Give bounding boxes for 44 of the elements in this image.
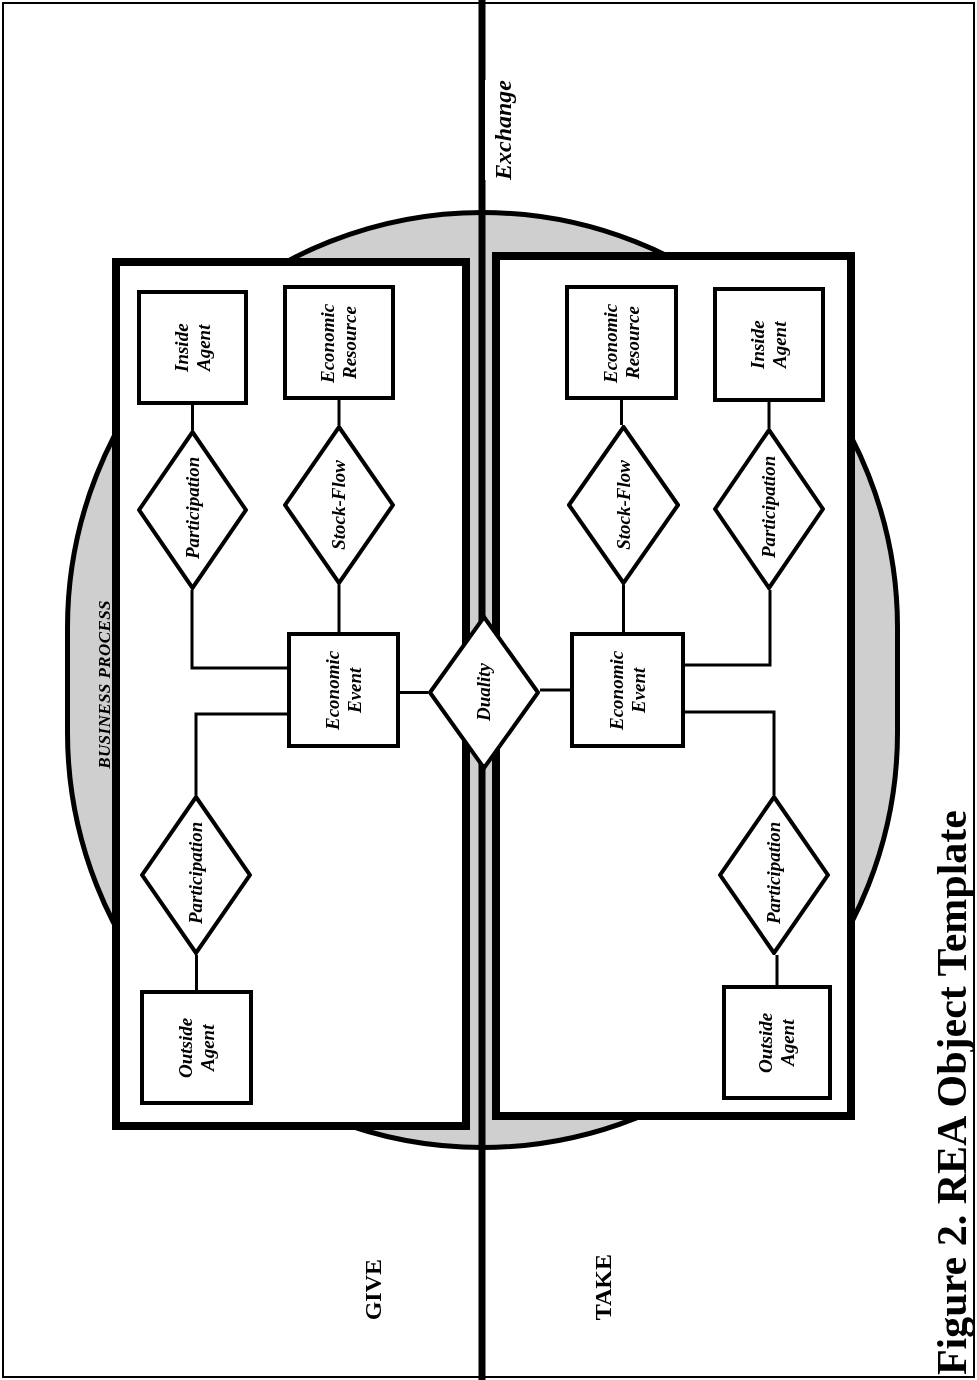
connector-line (337, 400, 341, 425)
relationship-diamond (137, 430, 248, 590)
circle-label: BUSINESS PROCESS (94, 600, 115, 769)
figure-title: Figure 2. REA Object Template (931, 809, 973, 1375)
process-frame (112, 258, 470, 1130)
connector-line (194, 712, 287, 795)
node-label: Economic Event (605, 649, 650, 732)
relationship-diamond (283, 425, 395, 585)
entity-box (140, 990, 253, 1105)
entity-box (287, 632, 400, 748)
node-label: Duality (473, 663, 495, 722)
node-label: Economic Event (321, 649, 366, 732)
entity-box (565, 285, 678, 400)
node-label: Inside Agent (170, 322, 215, 374)
connector-line (685, 590, 772, 667)
node-label: Stock-Flow (612, 460, 635, 550)
entity-box (137, 290, 248, 405)
connector-line (337, 585, 341, 632)
entity-box (713, 287, 825, 402)
relationship-diamond (713, 428, 825, 590)
process-frame (492, 252, 855, 1120)
connector-line (195, 955, 198, 990)
connector-line (190, 590, 287, 670)
relationship-diamond (140, 795, 252, 955)
connector-line (767, 402, 771, 428)
node-label: Economic Resource (599, 301, 644, 385)
node-label: Inside Agent (747, 319, 791, 371)
connector-line (540, 688, 570, 692)
connector-line (400, 691, 428, 694)
connector-line (775, 955, 779, 985)
connector-line (622, 585, 625, 632)
relationship-diamond (718, 795, 830, 955)
connector-line (620, 400, 623, 425)
relationship-diamond (567, 425, 680, 585)
entity-box (283, 285, 395, 400)
connector-line (191, 405, 194, 430)
node-label: Outside Agent (174, 1016, 219, 1080)
entity-box (722, 985, 832, 1100)
node-label: Outside Agent (755, 1011, 799, 1075)
node-label: Economic Resource (317, 301, 361, 385)
relationship-diamond (428, 615, 540, 770)
entity-box (570, 632, 685, 748)
connector-line (685, 710, 776, 795)
node-label: Stock-Flow (328, 460, 350, 550)
